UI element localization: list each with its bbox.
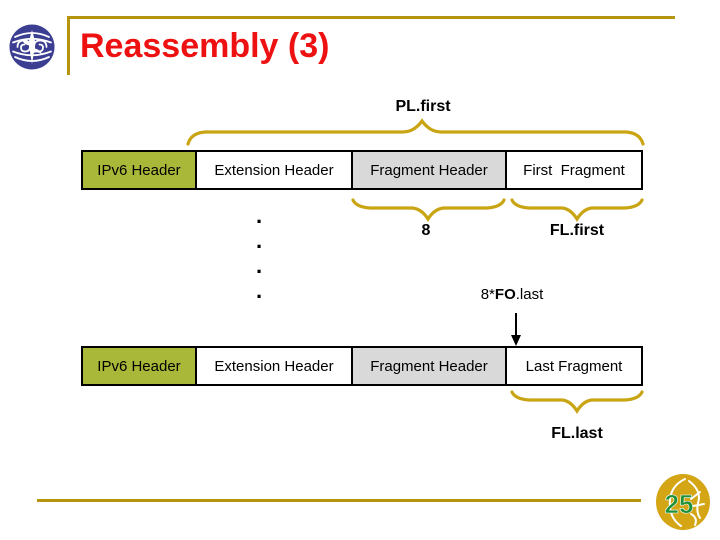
cell-ipv6-header: IPv6 Header [81, 346, 197, 386]
page-number: 25 [665, 489, 694, 519]
ellipsis-dot: . [256, 228, 263, 253]
offset-label: 8*FO.last [442, 286, 582, 303]
footer-divider-line [37, 499, 641, 502]
cell-fragment-header: Fragment Header [351, 150, 507, 190]
cell-ipv6-header: IPv6 Header [81, 150, 197, 190]
fl-last-label: FL.last [551, 425, 603, 442]
brace-last-fragment [510, 390, 644, 414]
brace-pl-first [186, 118, 645, 146]
cell-last-fragment: Last Fragment [505, 346, 643, 386]
offset-label-suffix: .last [515, 286, 544, 303]
page-number-badge: 25 [656, 474, 710, 530]
cell-extension-header: Extension Header [195, 150, 353, 190]
offset-label-bold: FO [494, 286, 516, 303]
cell-first-fragment: First Fragment [505, 150, 643, 190]
cell-extension-header: Extension Header [195, 346, 353, 386]
pl-first-label: PL.first [395, 98, 451, 115]
packet-row-last-fragment: IPv6 Header Extension Header Fragment He… [81, 346, 643, 386]
university-emblem-icon [9, 24, 55, 70]
packet-row-first-fragment: IPv6 Header Extension Header Fragment He… [81, 150, 643, 190]
ellipsis-dot: . [256, 253, 263, 278]
brace-first-fragment [510, 198, 644, 222]
offset-label-prefix: 8* [480, 286, 495, 303]
vertical-ellipsis-dots: . . . . [256, 203, 270, 303]
header-vertical-divider-line [67, 16, 70, 75]
ellipsis-dot: . [256, 278, 263, 303]
ellipsis-dot: . [256, 203, 263, 228]
down-arrow-icon [511, 313, 521, 346]
fl-first-label: FL.first [549, 222, 605, 239]
fragment-header-length-label: 8 [421, 222, 431, 239]
cell-fragment-header: Fragment Header [351, 346, 507, 386]
header-top-divider-line [67, 16, 675, 19]
brace-fragment-header [351, 198, 506, 222]
slide-title: Reassembly (3) [80, 27, 330, 65]
